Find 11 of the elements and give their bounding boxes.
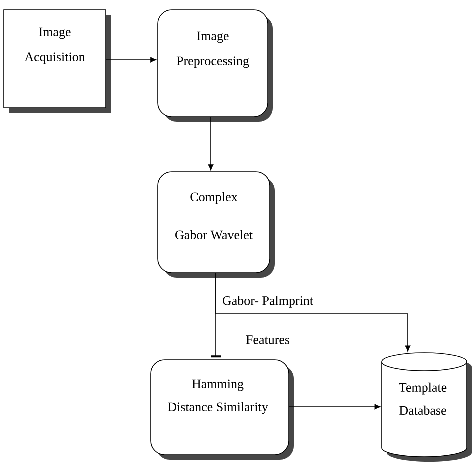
process-box: Complex Gabor Wavelet (158, 172, 275, 278)
process-box: Hamming Distance Similarity (150, 360, 294, 460)
annotation-text: Features (246, 336, 290, 344)
arrow (208, 117, 214, 171)
arrow (289, 404, 381, 410)
arrow (216, 273, 411, 352)
arrow (106, 57, 157, 63)
process-box: Image Preprocessing (158, 10, 273, 122)
database-cylinder: Template Database (382, 352, 472, 462)
annotation-text: Gabor- Palmprint (223, 296, 314, 308)
process-box: Image Acquisition (4, 10, 111, 113)
